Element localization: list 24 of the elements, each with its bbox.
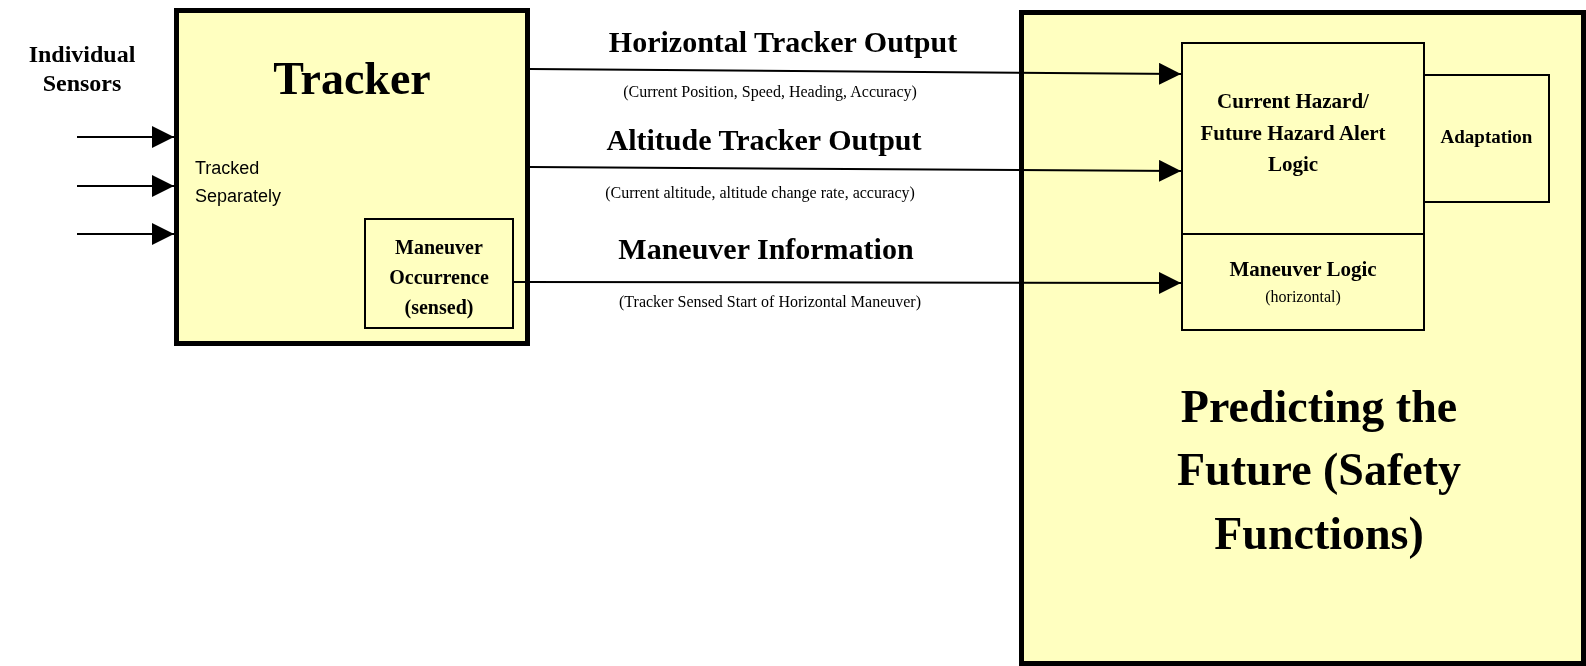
arrow <box>529 159 1182 182</box>
maneuver-occurrence-box <box>364 218 514 329</box>
box-note: Tracked Separately <box>195 157 283 208</box>
arrow <box>529 62 1182 85</box>
box-note: (horizontal) <box>1264 288 1342 307</box>
box-label: Current Hazard/ Future Hazard Alert Logic <box>1199 88 1387 178</box>
box-label: Maneuver Logic <box>1228 257 1378 282</box>
adaptation-box <box>1423 74 1550 203</box>
hazard-alert-logic-box <box>1181 42 1425 235</box>
arrow <box>76 223 175 245</box>
box-title: Tracker <box>272 53 432 106</box>
edge-note: (Current altitude, altitude change rate, accuracy) <box>605 184 915 203</box>
edge-note: (Current Position, Speed, Heading, Accuracy) <box>623 83 917 102</box>
box-title: Predicting the Future (Safety Functions) <box>1175 380 1462 561</box>
safety-functions-box <box>1019 10 1586 666</box>
arrow <box>76 175 175 197</box>
maneuver-logic-box <box>1181 233 1425 331</box>
arrow <box>76 126 175 148</box>
sensor-label: Individual Sensors <box>27 40 137 98</box>
tracker-box <box>174 8 530 346</box>
edge-note: (Tracker Sensed Start of Horizontal Maneuver) <box>619 293 921 312</box>
arrow <box>513 271 1182 294</box>
box-label: Maneuver Occurrence (sensed) <box>388 235 490 321</box>
box-label: Adaptation <box>1439 126 1534 148</box>
